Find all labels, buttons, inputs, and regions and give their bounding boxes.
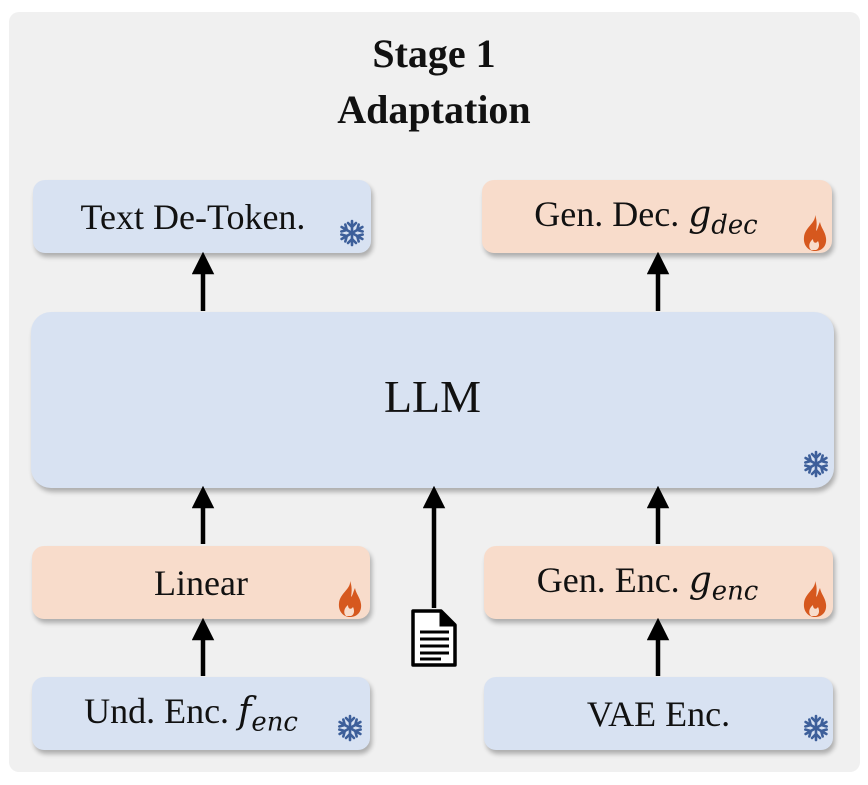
document-icon <box>411 609 457 667</box>
gen-decoder-label: Gen. Dec. gdec <box>534 193 758 241</box>
snowflake-icon <box>804 714 828 742</box>
snowflake-icon <box>340 219 364 247</box>
linear-label: Linear <box>154 562 248 603</box>
stage-subtitle: Adaptation <box>337 87 531 132</box>
text-detokenizer-box: Text De-Token. <box>33 180 371 253</box>
flame-icon <box>803 215 827 251</box>
flame-icon <box>338 581 362 617</box>
stage-title: Stage 1 <box>372 31 496 76</box>
llm-label: LLM <box>383 370 482 422</box>
text-detokenizer-label: Text De-Token. <box>80 196 306 237</box>
vae-encoder-label: VAE Enc. <box>586 693 731 734</box>
gen-encoder-label: Gen. Enc. genc <box>536 559 759 607</box>
llm-box: LLM <box>31 312 834 488</box>
snowflake-icon <box>804 450 828 478</box>
gen-encoder-box: Gen. Enc. genc <box>484 546 833 619</box>
linear-box: Linear <box>32 546 370 619</box>
flame-icon <box>803 581 827 617</box>
und-encoder-label: Und. Enc. fenc <box>84 690 298 738</box>
snowflake-icon <box>338 714 362 742</box>
vae-encoder-box: VAE Enc. <box>484 677 833 750</box>
gen-decoder-box: Gen. Dec. gdec <box>482 180 832 253</box>
und-encoder-box: Und. Enc. fenc <box>32 677 370 750</box>
